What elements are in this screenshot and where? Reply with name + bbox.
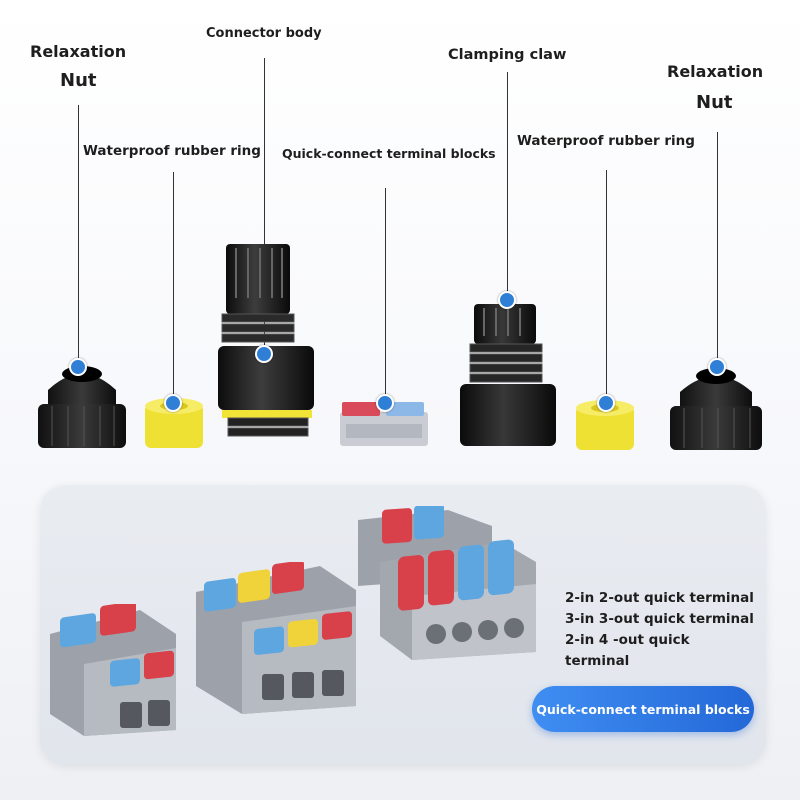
leader-line-clamping-claw bbox=[507, 72, 508, 300]
quick-connect-terminal-small-image bbox=[340, 402, 428, 446]
terminal-2-in-2-out-image bbox=[50, 604, 176, 736]
marker-dot-quick-connect bbox=[376, 394, 394, 412]
waterproof-ring-right-label: Waterproof rubber ring bbox=[517, 133, 695, 149]
relaxation-nut-right-image bbox=[670, 368, 762, 450]
marker-dot-ring-right bbox=[597, 394, 615, 412]
clamping-claw-image bbox=[460, 304, 556, 446]
marker-dot-nut-left bbox=[69, 358, 87, 376]
quick-connect-terminal-blocks-button[interactable]: Quick-connect terminal blocks bbox=[532, 686, 754, 732]
terminal-description-text: 2-in 2-out quick terminal 3-in 3-out qui… bbox=[565, 590, 754, 669]
leader-line-ring-left bbox=[173, 172, 174, 400]
leader-line-nut-right bbox=[717, 132, 718, 364]
leader-line-nut-left bbox=[78, 105, 79, 363]
waterproof-ring-left-label: Waterproof rubber ring bbox=[83, 143, 261, 159]
quick-connect-button-label: Quick-connect terminal blocks bbox=[536, 701, 750, 717]
connector-body-image bbox=[218, 244, 314, 437]
relaxation-nut-right-label-line1: Relaxation bbox=[667, 62, 764, 81]
relaxation-nut-left-label-line2: Nut bbox=[60, 70, 97, 91]
marker-dot-clamping-claw bbox=[498, 291, 516, 309]
leader-line-ring-right bbox=[606, 170, 607, 400]
relaxation-nut-left-label-line1: Relaxation bbox=[30, 42, 127, 61]
leader-line-connector-body bbox=[264, 58, 265, 351]
marker-dot-ring-left bbox=[164, 394, 182, 412]
marker-dot-connector-body bbox=[255, 345, 273, 363]
connector-body-label: Connector body bbox=[206, 26, 322, 41]
leader-line-quick-connect bbox=[385, 188, 386, 396]
marker-dot-nut-right bbox=[708, 358, 726, 376]
clamping-claw-label: Clamping claw bbox=[448, 47, 567, 63]
terminal-2-in-4-out-image bbox=[358, 506, 536, 660]
relaxation-nut-right-label-line2: Nut bbox=[696, 92, 733, 113]
terminal-3-in-3-out-image bbox=[196, 562, 356, 714]
quick-connect-top-label: Quick-connect terminal blocks bbox=[282, 146, 496, 161]
